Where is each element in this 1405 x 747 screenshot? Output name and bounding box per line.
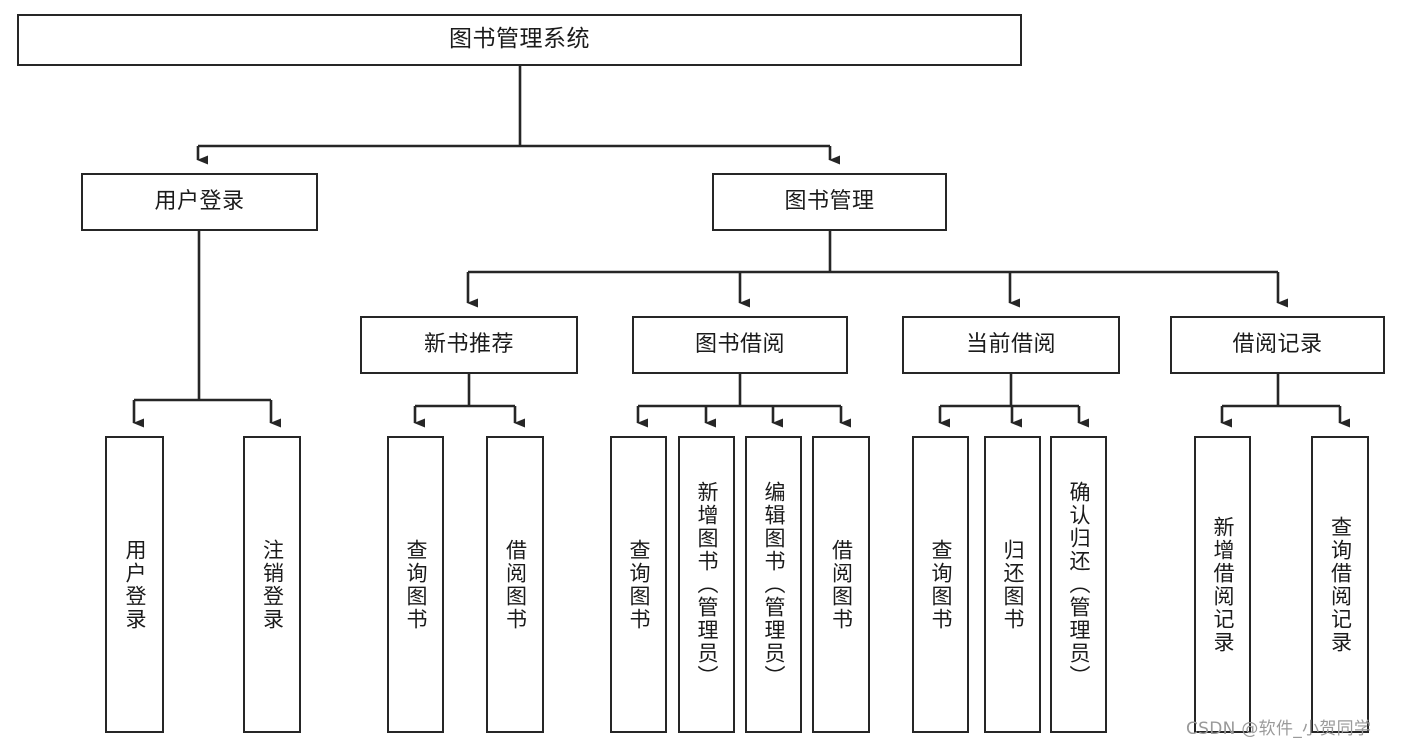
node-leaf-query-book-current[interactable]: 查询图书 xyxy=(912,436,969,733)
node-new-book-recommend[interactable]: 新书推荐 xyxy=(360,316,578,374)
node-leaf-confirm-return-admin-label: 确认归还（管理员） xyxy=(1067,481,1091,688)
node-root-system[interactable]: 图书管理系统 xyxy=(17,14,1022,66)
node-leaf-borrow-book[interactable]: 借阅图书 xyxy=(812,436,870,733)
node-leaf-add-borrow-record-label: 新增借阅记录 xyxy=(1211,515,1235,654)
node-leaf-borrow-book-rec[interactable]: 借阅图书 xyxy=(486,436,544,733)
node-leaf-query-borrow-record-label: 查询借阅记录 xyxy=(1328,515,1353,654)
node-leaf-query-borrow-record[interactable]: 查询借阅记录 xyxy=(1311,436,1369,733)
node-leaf-return-book[interactable]: 归还图书 xyxy=(984,436,1041,733)
node-current-borrow[interactable]: 当前借阅 xyxy=(902,316,1120,374)
node-leaf-edit-book-admin-label: 编辑图书（管理员） xyxy=(762,481,786,688)
node-leaf-logout-login[interactable]: 注销登录 xyxy=(243,436,301,733)
node-leaf-query-book-borrow[interactable]: 查询图书 xyxy=(610,436,667,733)
node-leaf-query-book-borrow-label: 查询图书 xyxy=(627,538,651,631)
node-current-borrow-label: 当前借阅 xyxy=(965,331,1056,357)
node-leaf-return-book-label: 归还图书 xyxy=(1001,538,1025,631)
node-book-borrow-label: 图书借阅 xyxy=(694,331,785,357)
node-leaf-logout-login-label: 注销登录 xyxy=(260,538,285,631)
node-book-manage-label: 图书管理 xyxy=(784,188,875,214)
node-leaf-confirm-return-admin[interactable]: 确认归还（管理员） xyxy=(1050,436,1107,733)
node-leaf-query-book-rec[interactable]: 查询图书 xyxy=(387,436,444,733)
node-book-manage[interactable]: 图书管理 xyxy=(712,173,947,231)
node-leaf-add-borrow-record[interactable]: 新增借阅记录 xyxy=(1194,436,1251,733)
node-user-login[interactable]: 用户登录 xyxy=(81,173,318,231)
node-new-book-recommend-label: 新书推荐 xyxy=(423,331,514,357)
node-leaf-add-book-admin-label: 新增图书（管理员） xyxy=(695,481,719,688)
node-leaf-edit-book-admin[interactable]: 编辑图书（管理员） xyxy=(745,436,802,733)
node-user-login-label: 用户登录 xyxy=(154,188,245,214)
node-borrow-record[interactable]: 借阅记录 xyxy=(1170,316,1385,374)
node-leaf-query-book-current-label: 查询图书 xyxy=(929,538,953,631)
node-leaf-query-book-rec-label: 查询图书 xyxy=(404,538,428,631)
node-leaf-borrow-book-label: 借阅图书 xyxy=(829,538,854,631)
node-borrow-record-label: 借阅记录 xyxy=(1232,331,1323,357)
node-leaf-user-login-label: 用户登录 xyxy=(123,538,147,631)
node-book-borrow[interactable]: 图书借阅 xyxy=(632,316,848,374)
node-leaf-borrow-book-rec-label: 借阅图书 xyxy=(503,538,528,631)
node-leaf-add-book-admin[interactable]: 新增图书（管理员） xyxy=(678,436,735,733)
node-root-label: 图书管理系统 xyxy=(449,26,590,53)
node-leaf-user-login[interactable]: 用户登录 xyxy=(105,436,164,733)
